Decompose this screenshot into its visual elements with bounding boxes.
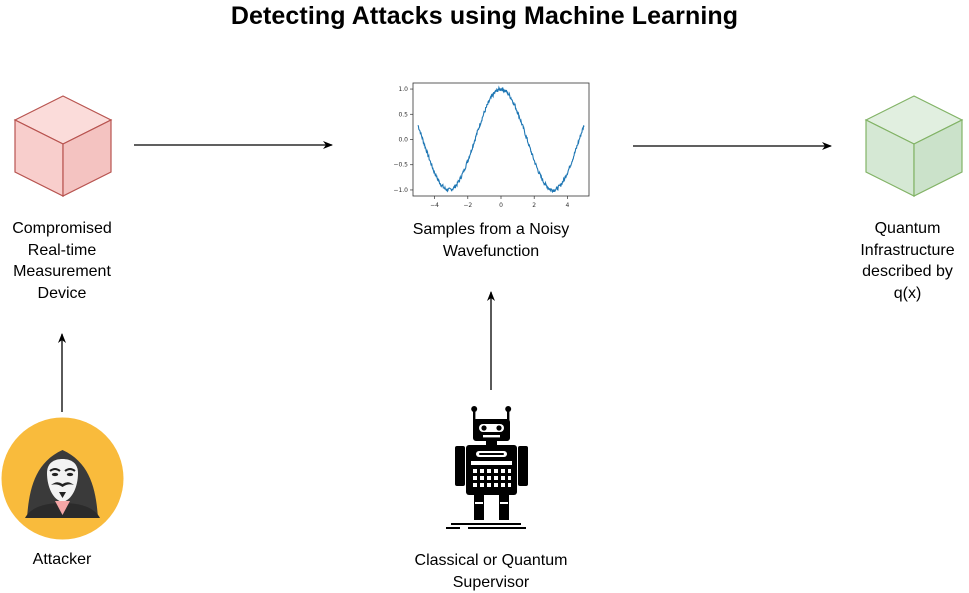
label-line: q(x) [846, 283, 969, 305]
samples-label: Samples from a Noisy Wavefunction [380, 219, 602, 262]
y-tick-label: 1.0 [398, 86, 408, 93]
robot-icon [446, 402, 538, 532]
label-line: described by [846, 261, 969, 283]
label-line: Quantum [846, 218, 969, 240]
label-line: Real-time [0, 240, 124, 262]
series-line [418, 87, 584, 191]
label-line: Device [0, 283, 124, 305]
y-tick-label: −1.0 [393, 187, 408, 194]
cube-icon [10, 92, 116, 200]
supervisor-label: Classical or Quantum Supervisor [380, 550, 602, 593]
label-line: Measurement [0, 261, 124, 283]
y-tick-label: −0.5 [393, 162, 408, 169]
label-line: Classical or Quantum [380, 550, 602, 572]
x-tick-label: 0 [499, 202, 503, 209]
y-tick-label: 0.0 [398, 137, 408, 144]
label-line: Wavefunction [380, 241, 602, 263]
hacker-mask-icon [1, 417, 124, 540]
cube-icon [861, 92, 967, 200]
label-line: Supervisor [380, 572, 602, 593]
y-tick-label: 0.5 [398, 111, 408, 118]
label-line: Compromised [0, 218, 124, 240]
attacker-label: Attacker [0, 549, 124, 571]
label-line: Infrastructure [846, 240, 969, 262]
x-tick-label: −2 [463, 202, 472, 209]
label-line: Samples from a Noisy [380, 219, 602, 241]
wavefunction-plot: −4 −2 0 2 4 1.0 0.5 0.0 −0.5 −1.0 [388, 80, 593, 210]
x-tick-label: 4 [566, 202, 570, 209]
quantum-infrastructure-label: Quantum Infrastructure described by q(x) [846, 218, 969, 304]
x-tick-label: −4 [430, 202, 439, 209]
x-tick-label: 2 [532, 202, 536, 209]
compromised-device-label: Compromised Real-time Measurement Device [0, 218, 124, 304]
plot-frame [413, 83, 589, 196]
